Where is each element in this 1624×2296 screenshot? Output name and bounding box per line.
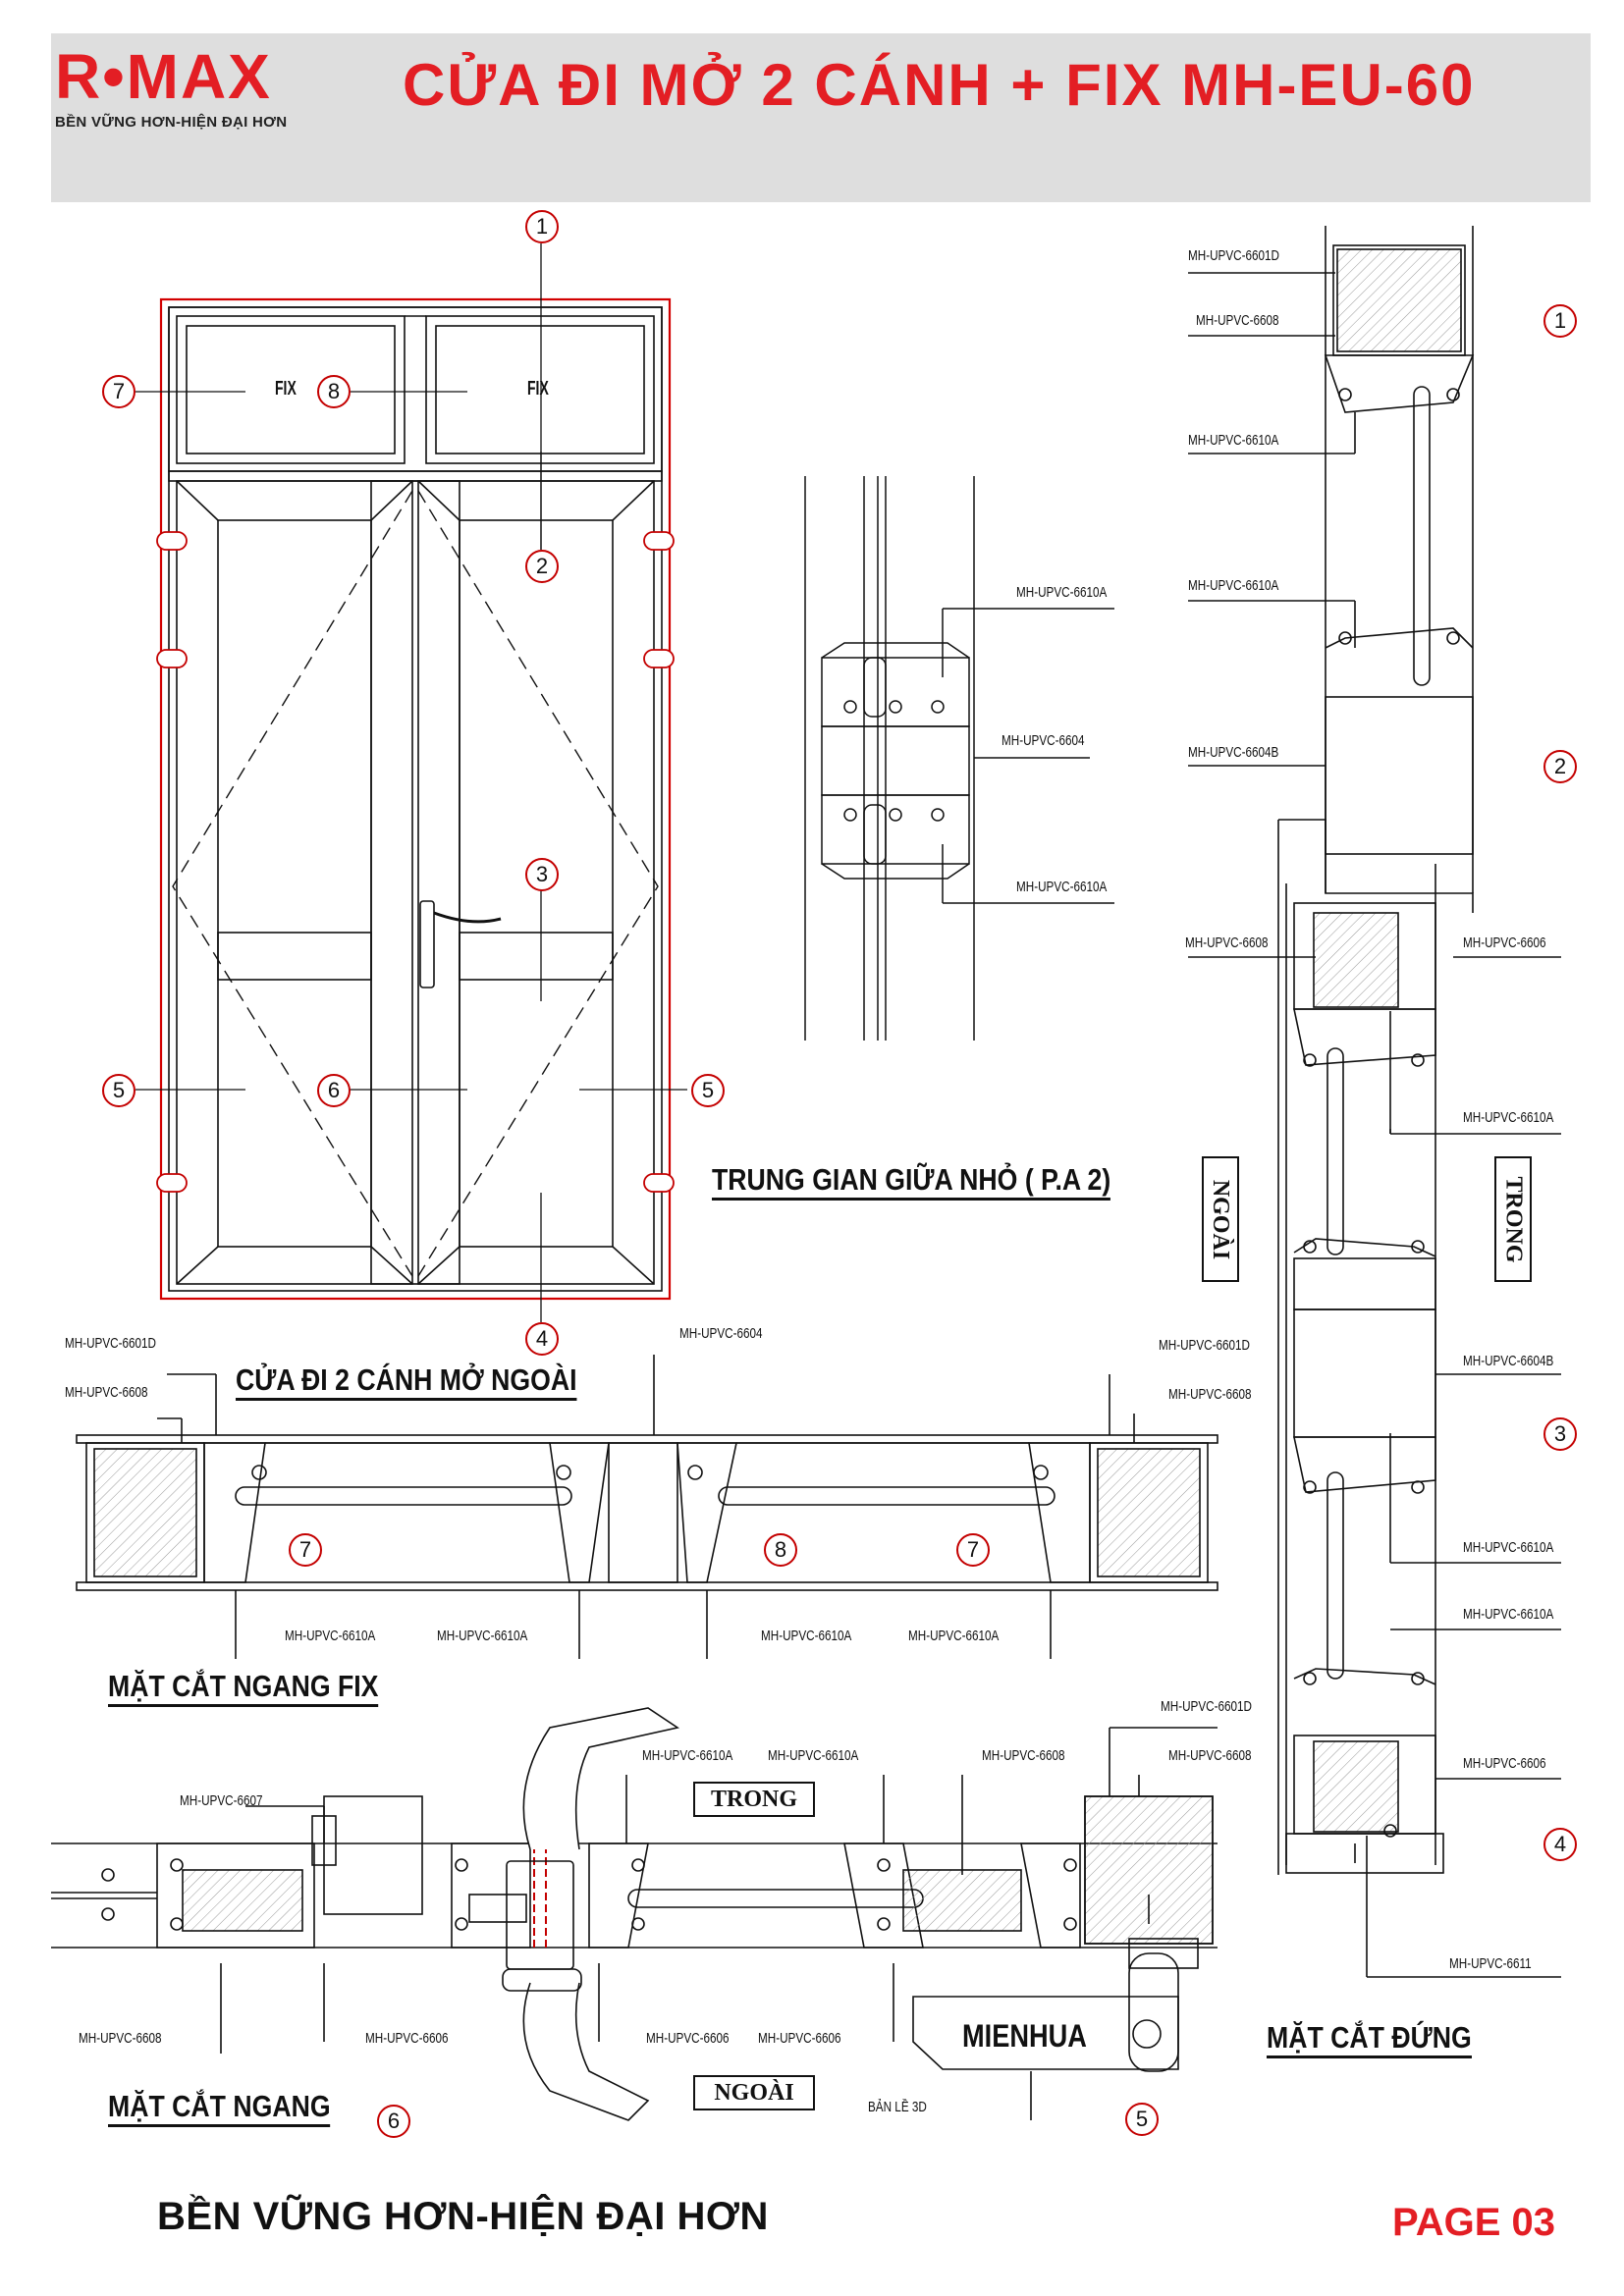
page-title: CỬA ĐI MỞ 2 CÁNH + FIX MH-EU-60: [403, 52, 1476, 118]
fix-marker-7-right: 7: [956, 1533, 990, 1567]
logo-tagline: BỀN VỮNG HƠN-HIỆN ĐẠI HƠN: [55, 114, 288, 131]
vsec-inside-label: TRONG: [1494, 1156, 1532, 1282]
marker-2: 2: [525, 550, 559, 583]
page-number: PAGE 03: [1392, 2201, 1555, 2244]
vsec-left-label-5: MH-UPVC-6604B: [1188, 744, 1279, 761]
vertical-section-caption: MẶT CẮT ĐỨNG: [1267, 2020, 1472, 2058]
hsec-top-label-1: MH-UPVC-6607: [180, 1792, 263, 1809]
hinge-icons: [156, 531, 675, 1193]
fix-label-left: FIX: [275, 378, 297, 400]
marker-6: 6: [317, 1074, 351, 1107]
fix-top-label-5: MH-UPVC-6608: [1168, 1386, 1252, 1403]
hsec-top-label-3: MH-UPVC-6610A: [768, 1747, 859, 1764]
hsec-bottom-label-2: MH-UPVC-6606: [365, 2030, 449, 2047]
door-elevation: [159, 297, 672, 1301]
outside-label: NGOÀI: [693, 2075, 815, 2110]
fix-top-label-1: MH-UPVC-6601D: [65, 1335, 156, 1352]
header-bar: [51, 33, 1591, 202]
hsec-bottom-label-3: MH-UPVC-6606: [646, 2030, 730, 2047]
marker-5-left: 5: [102, 1074, 135, 1107]
vsec-right-label-5: MH-UPVC-6610A: [1463, 1606, 1554, 1623]
footer-slogan: BỀN VỮNG HƠN-HIỆN ĐẠI HƠN: [157, 2195, 769, 2238]
marker-3: 3: [525, 858, 559, 891]
vsec-outside-label: NGOÀI: [1202, 1156, 1239, 1282]
fix-bottom-label-2: MH-UPVC-6610A: [437, 1628, 528, 1644]
vsec-left-label-3: MH-UPVC-6610A: [1188, 432, 1279, 449]
horizontal-section: [51, 1707, 1218, 2121]
mullion-label-bottom: MH-UPVC-6610A: [1016, 879, 1108, 895]
vsec-left-label-1: MH-UPVC-6601D: [1188, 247, 1279, 264]
vsec-marker-1: 1: [1543, 304, 1577, 338]
fix-section-caption: MẶT CẮT NGANG FIX: [108, 1669, 379, 1707]
vsec-right-label-4: MH-UPVC-6610A: [1463, 1539, 1554, 1556]
marker-8: 8: [317, 375, 351, 408]
fix-bottom-label-3: MH-UPVC-6610A: [761, 1628, 852, 1644]
hsec-top-label-2: MH-UPVC-6610A: [642, 1747, 733, 1764]
marker-5-right: 5: [691, 1074, 725, 1107]
inside-label: TRONG: [693, 1782, 815, 1817]
fix-top-label-2: MH-UPVC-6608: [65, 1384, 148, 1401]
vsec-marker-2: 2: [1543, 750, 1577, 783]
hsec-marker-6: 6: [377, 2105, 410, 2138]
marker-1: 1: [525, 210, 559, 243]
horizontal-section-caption: MẶT CẮT NGANG: [108, 2089, 331, 2127]
marker-4: 4: [525, 1322, 559, 1356]
elevation-caption: CỬA ĐI 2 CÁNH MỞ NGOÀI: [236, 1362, 577, 1401]
hsec-bottom-label-4: MH-UPVC-6606: [758, 2030, 841, 2047]
vsec-right-label-3: MH-UPVC-6604B: [1463, 1353, 1554, 1369]
fix-section: [76, 1355, 1218, 1659]
vertical-section: [1188, 226, 1561, 1978]
logo: R•MAX BỀN VỮNG HƠN-HIỆN ĐẠI HƠN: [55, 45, 287, 131]
hsec-top-label-6: MH-UPVC-6608: [1168, 1747, 1252, 1764]
vsec-right-label-7: MH-UPVC-6611: [1449, 1955, 1532, 1972]
fix-bottom-label-4: MH-UPVC-6610A: [908, 1628, 1000, 1644]
hinge-label: BẢN LỀ 3D: [868, 2099, 927, 2115]
marker-7: 7: [102, 375, 135, 408]
vsec-left-label-2: MH-UPVC-6608: [1196, 312, 1279, 329]
vsec-left-label-6: MH-UPVC-6608: [1185, 934, 1269, 951]
fix-bottom-label-1: MH-UPVC-6610A: [285, 1628, 376, 1644]
mullion-detail: [804, 476, 1114, 1041]
hsec-top-label-5: MH-UPVC-6601D: [1161, 1698, 1252, 1715]
marker-leaders: [135, 243, 687, 1322]
hsec-top-label-4: MH-UPVC-6608: [982, 1747, 1065, 1764]
vsec-right-label-2: MH-UPVC-6610A: [1463, 1109, 1554, 1126]
mullion-caption: TRUNG GIAN GIỮA NHỎ ( P.A 2): [712, 1162, 1111, 1201]
fix-top-label-3: MH-UPVC-6604: [679, 1325, 763, 1342]
vsec-marker-4: 4: [1543, 1828, 1577, 1861]
vsec-marker-3: 3: [1543, 1417, 1577, 1451]
mullion-label-top: MH-UPVC-6610A: [1016, 584, 1108, 601]
fix-label-right: FIX: [527, 378, 549, 400]
vsec-right-label-6: MH-UPVC-6606: [1463, 1755, 1546, 1772]
fix-top-label-4: MH-UPVC-6601D: [1159, 1337, 1250, 1354]
mullion-label-mid: MH-UPVC-6604: [1001, 732, 1085, 749]
hinge-marker-5: 5: [1125, 2103, 1159, 2136]
fix-marker-8: 8: [764, 1533, 797, 1567]
vsec-right-label-1: MH-UPVC-6606: [1463, 934, 1546, 951]
hsec-bottom-label-1: MH-UPVC-6608: [79, 2030, 162, 2047]
vsec-left-label-4: MH-UPVC-6610A: [1188, 577, 1279, 594]
fix-marker-7-left: 7: [289, 1533, 322, 1567]
hinge-brand: MIENHUA: [962, 2018, 1087, 2054]
logo-wordmark: R•MAX: [55, 41, 272, 112]
